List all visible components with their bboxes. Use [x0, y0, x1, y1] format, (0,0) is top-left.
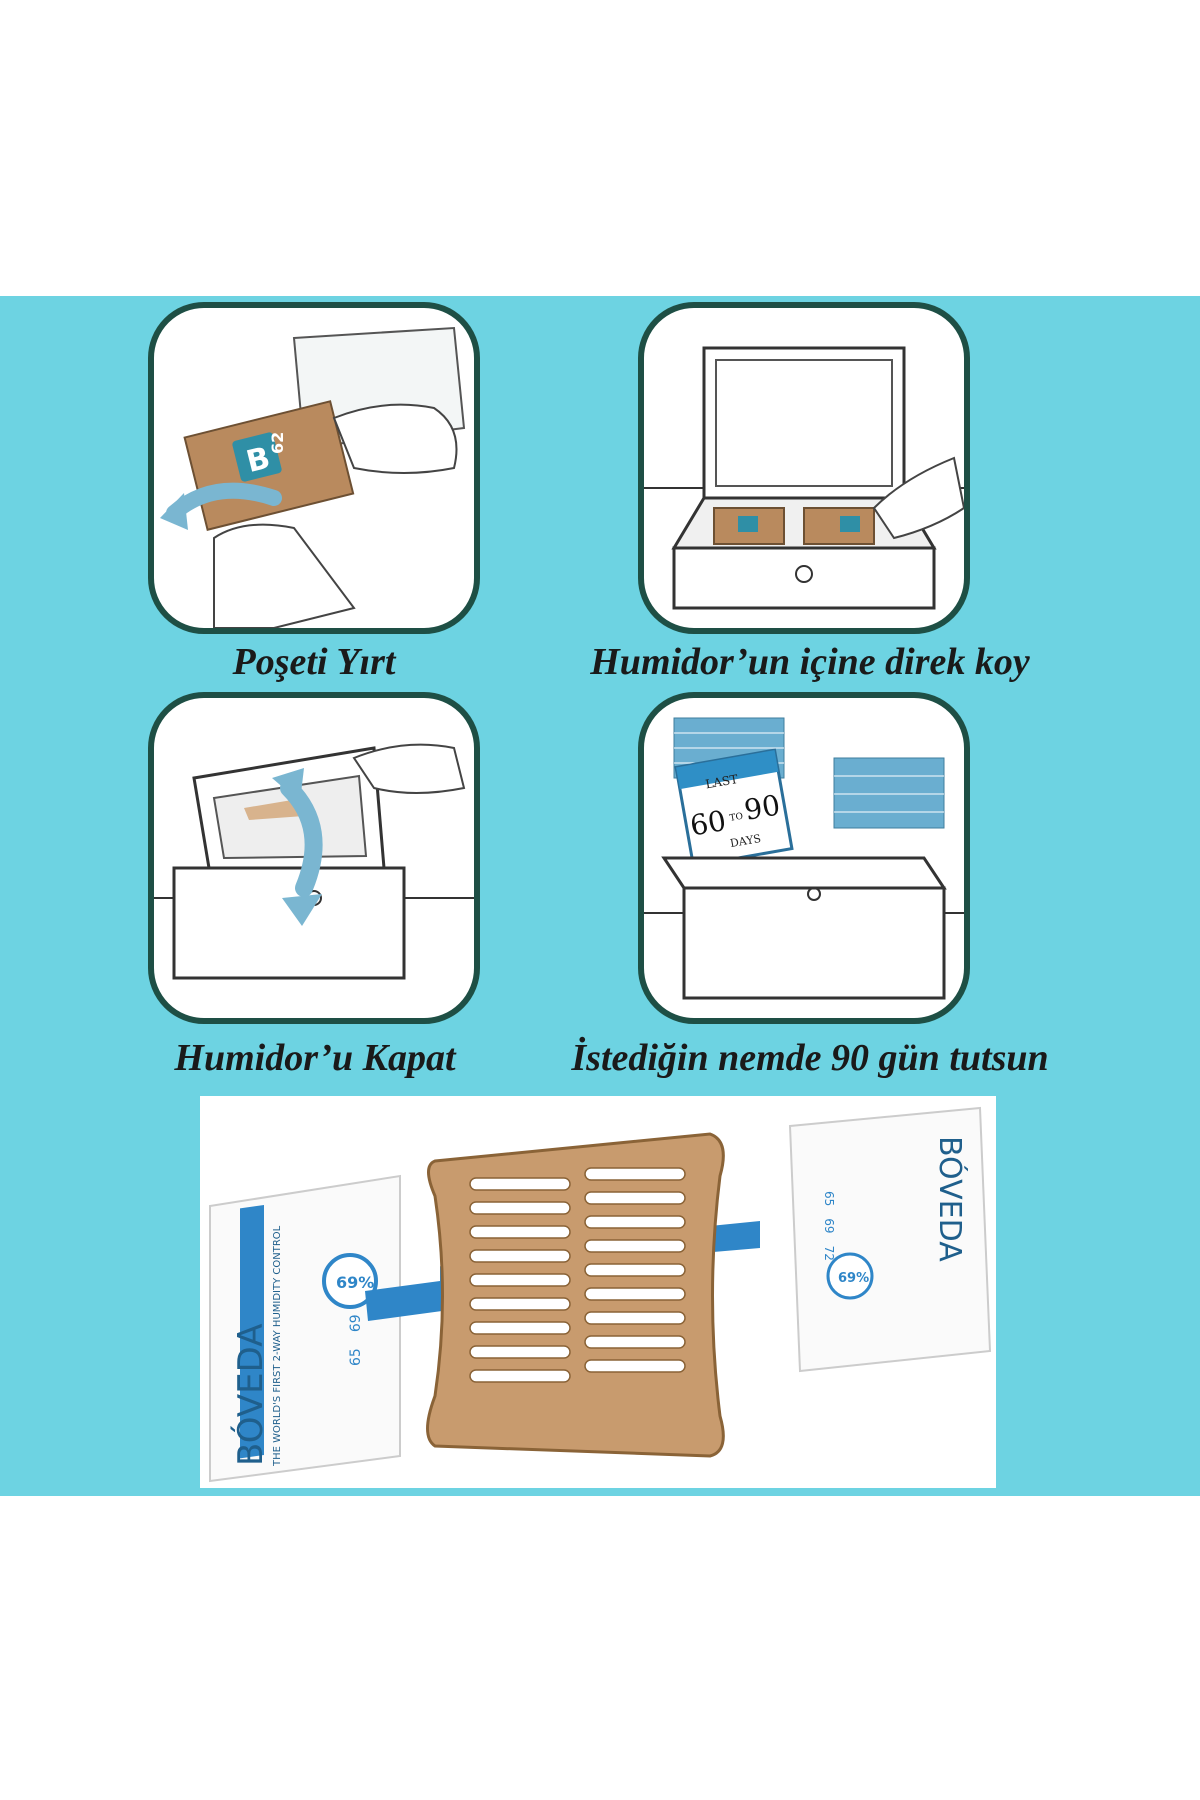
right-pack-brand: BÓVEDA [932, 1136, 969, 1262]
right-pack-rh: 69% [838, 1271, 869, 1286]
open-humidor-icon [644, 346, 964, 610]
left-pack-tagline: THE WORLD'S FIRST 2-WAY HUMIDITY CONTROL [272, 1225, 283, 1467]
boveda-holder-illustration: BÓVEDA THE WORLD'S FIRST 2-WAY HUMIDITY … [209, 1106, 992, 1483]
left-pack-rh: 69% [336, 1273, 374, 1292]
step-1-caption: Poşeti Yırt [232, 641, 396, 683]
close-humidor-icon [154, 743, 474, 980]
right-pack-levels: 656972 [822, 1191, 836, 1261]
calendar-from: 60 [688, 804, 729, 843]
left-pack-brand: BÓVEDA [230, 1324, 271, 1466]
right-pack: BÓVEDA 656972 69% [788, 1106, 992, 1373]
step-2-caption: Humidor’un içine direk koy [590, 641, 1030, 683]
calendar-to: TO [729, 812, 744, 824]
step-3-caption: Humidor’u Kapat [174, 1037, 456, 1079]
left-pack: BÓVEDA THE WORLD'S FIRST 2-WAY HUMIDITY … [209, 1174, 401, 1483]
calendar-days: DAYS [729, 832, 762, 850]
calendar-last: LAST [704, 772, 739, 791]
step-2-card [638, 302, 970, 634]
wooden-holder [426, 1132, 725, 1458]
step-4-caption: İstediğin nemde 90 gün tutsun [571, 1037, 1049, 1079]
pouch-rh: 62 [268, 432, 287, 454]
step-3-card [148, 692, 480, 1024]
tear-pouch-icon: B 62 [160, 326, 466, 628]
calendar-until: 90 [742, 788, 783, 827]
step-1-card: B 62 [148, 302, 480, 634]
step-4-card: LAST 60 TO 90 DAYS [638, 692, 970, 1024]
calendar-icon: LAST 60 TO 90 DAYS [644, 717, 964, 1000]
product-photo: BÓVEDA THE WORLD'S FIRST 2-WAY HUMIDITY … [200, 1096, 996, 1488]
